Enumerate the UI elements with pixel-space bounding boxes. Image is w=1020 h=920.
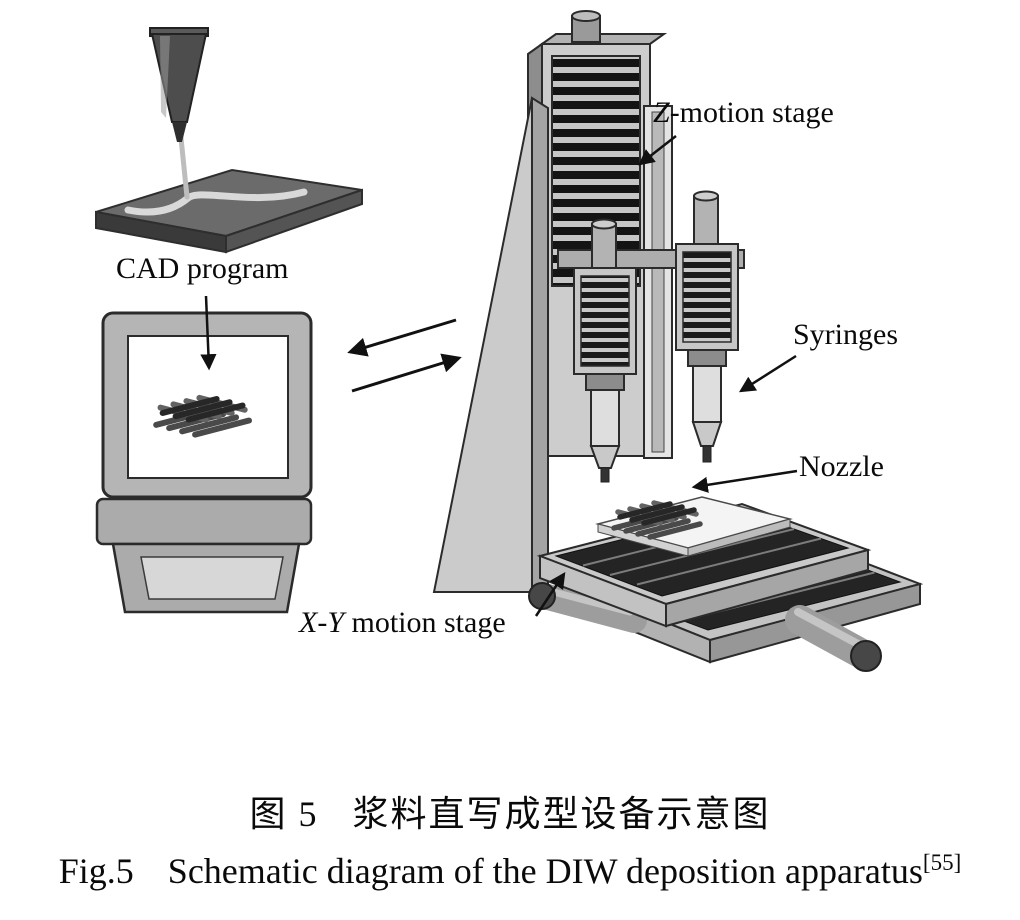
syringe-left bbox=[573, 218, 637, 483]
vertical-rail bbox=[643, 105, 673, 459]
rail-cylinder-right bbox=[785, 605, 882, 672]
substrate-slab bbox=[95, 168, 363, 254]
label-cad-program-text: CAD program bbox=[116, 252, 289, 285]
build-platform bbox=[595, 496, 793, 557]
nozzle-tip-left bbox=[600, 467, 610, 483]
nozzle-tip-right bbox=[702, 445, 712, 463]
deposition-inset bbox=[95, 27, 363, 254]
caption-chinese-title: 浆料直写成型设备示意图 bbox=[352, 794, 771, 834]
label-xy-axis-letters: X-Y bbox=[299, 606, 344, 639]
computer-monitor bbox=[95, 311, 313, 614]
label-syringes-text: Syringes bbox=[793, 318, 898, 351]
extrusion-nozzle-icon bbox=[149, 27, 209, 142]
label-syringes: Syringes bbox=[793, 318, 898, 352]
label-z-axis-letter: Z bbox=[653, 96, 670, 129]
rail-cylinder-left bbox=[528, 582, 647, 633]
keyboard bbox=[111, 542, 301, 614]
diw-apparatus-figure bbox=[95, 10, 924, 672]
deposited-filament bbox=[124, 188, 308, 216]
caption-english-number: Fig.5 bbox=[58, 851, 134, 891]
caption-english-title: Schematic diagram of the DIW deposition … bbox=[167, 851, 923, 891]
z-stage-arrow bbox=[638, 135, 677, 166]
data-transfer-arrows bbox=[347, 318, 462, 393]
xy-stage-arrow bbox=[534, 571, 566, 617]
label-z-motion-stage-text: -motion stage bbox=[669, 96, 834, 129]
xy-stage bbox=[528, 502, 924, 672]
caption-english: Fig.5 Schematic diagram of the DIW deposi… bbox=[0, 850, 1020, 892]
label-xy-motion-stage: X-Y motion stage bbox=[299, 606, 506, 640]
syringes-arrow bbox=[738, 354, 797, 393]
cad-arrow bbox=[200, 295, 217, 371]
label-xy-motion-stage-text: motion stage bbox=[344, 606, 506, 639]
syringe-right bbox=[675, 190, 739, 463]
support-wedge bbox=[432, 96, 549, 593]
caption-reference-marker: [55] bbox=[922, 850, 962, 875]
caption-chinese-number: 图 5 bbox=[249, 794, 319, 834]
nozzle-arrow bbox=[691, 469, 798, 493]
caption-chinese: 图 5 浆料直写成型设备示意图 bbox=[0, 785, 1020, 837]
label-nozzle: Nozzle bbox=[799, 450, 884, 484]
label-z-motion-stage: Z-motion stage bbox=[653, 96, 834, 130]
label-nozzle-text: Nozzle bbox=[799, 450, 884, 483]
label-cad-program: CAD program bbox=[116, 252, 288, 286]
